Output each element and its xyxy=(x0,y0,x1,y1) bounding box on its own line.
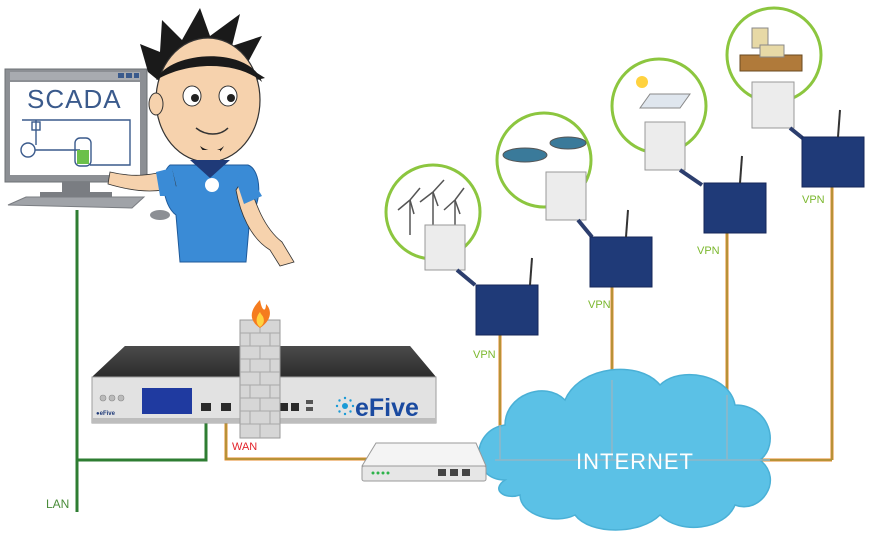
remote-site-wind xyxy=(384,163,539,336)
flame-icon xyxy=(251,300,270,328)
scada-monitor-icon xyxy=(4,68,170,220)
vpn-label: VPN xyxy=(802,194,825,206)
vpn-router-icon xyxy=(801,109,865,188)
modem-icon xyxy=(361,442,487,482)
efive-brand-label: eFive xyxy=(355,394,419,422)
technician-character-icon xyxy=(107,8,295,267)
vpn-router-icon xyxy=(703,155,767,234)
lan-cable xyxy=(75,210,208,512)
vpn-label: VPN xyxy=(697,245,720,257)
wan-label: WAN xyxy=(232,441,258,453)
vpn-label: VPN xyxy=(473,349,496,361)
firewall-brick-icon xyxy=(239,300,281,439)
vpn-label: VPN xyxy=(588,299,611,311)
scada-title: SCADA xyxy=(27,84,122,114)
efive-logo-icon xyxy=(335,396,355,416)
internet-cloud-icon xyxy=(478,368,772,531)
solar-panel-icon xyxy=(636,76,691,109)
vpn-router-icon xyxy=(589,209,653,288)
internet-label: INTERNET xyxy=(576,449,694,474)
factory-plant-icon xyxy=(739,27,803,72)
svg-text:●eFive: ●eFive xyxy=(96,411,116,417)
water-basin-icon xyxy=(502,136,587,163)
remote-site-water xyxy=(495,111,653,288)
vpn-router-icon xyxy=(475,257,539,336)
remote-site-factory xyxy=(725,6,865,188)
remote-site-solar xyxy=(610,57,767,234)
lan-label: LAN xyxy=(46,497,70,511)
